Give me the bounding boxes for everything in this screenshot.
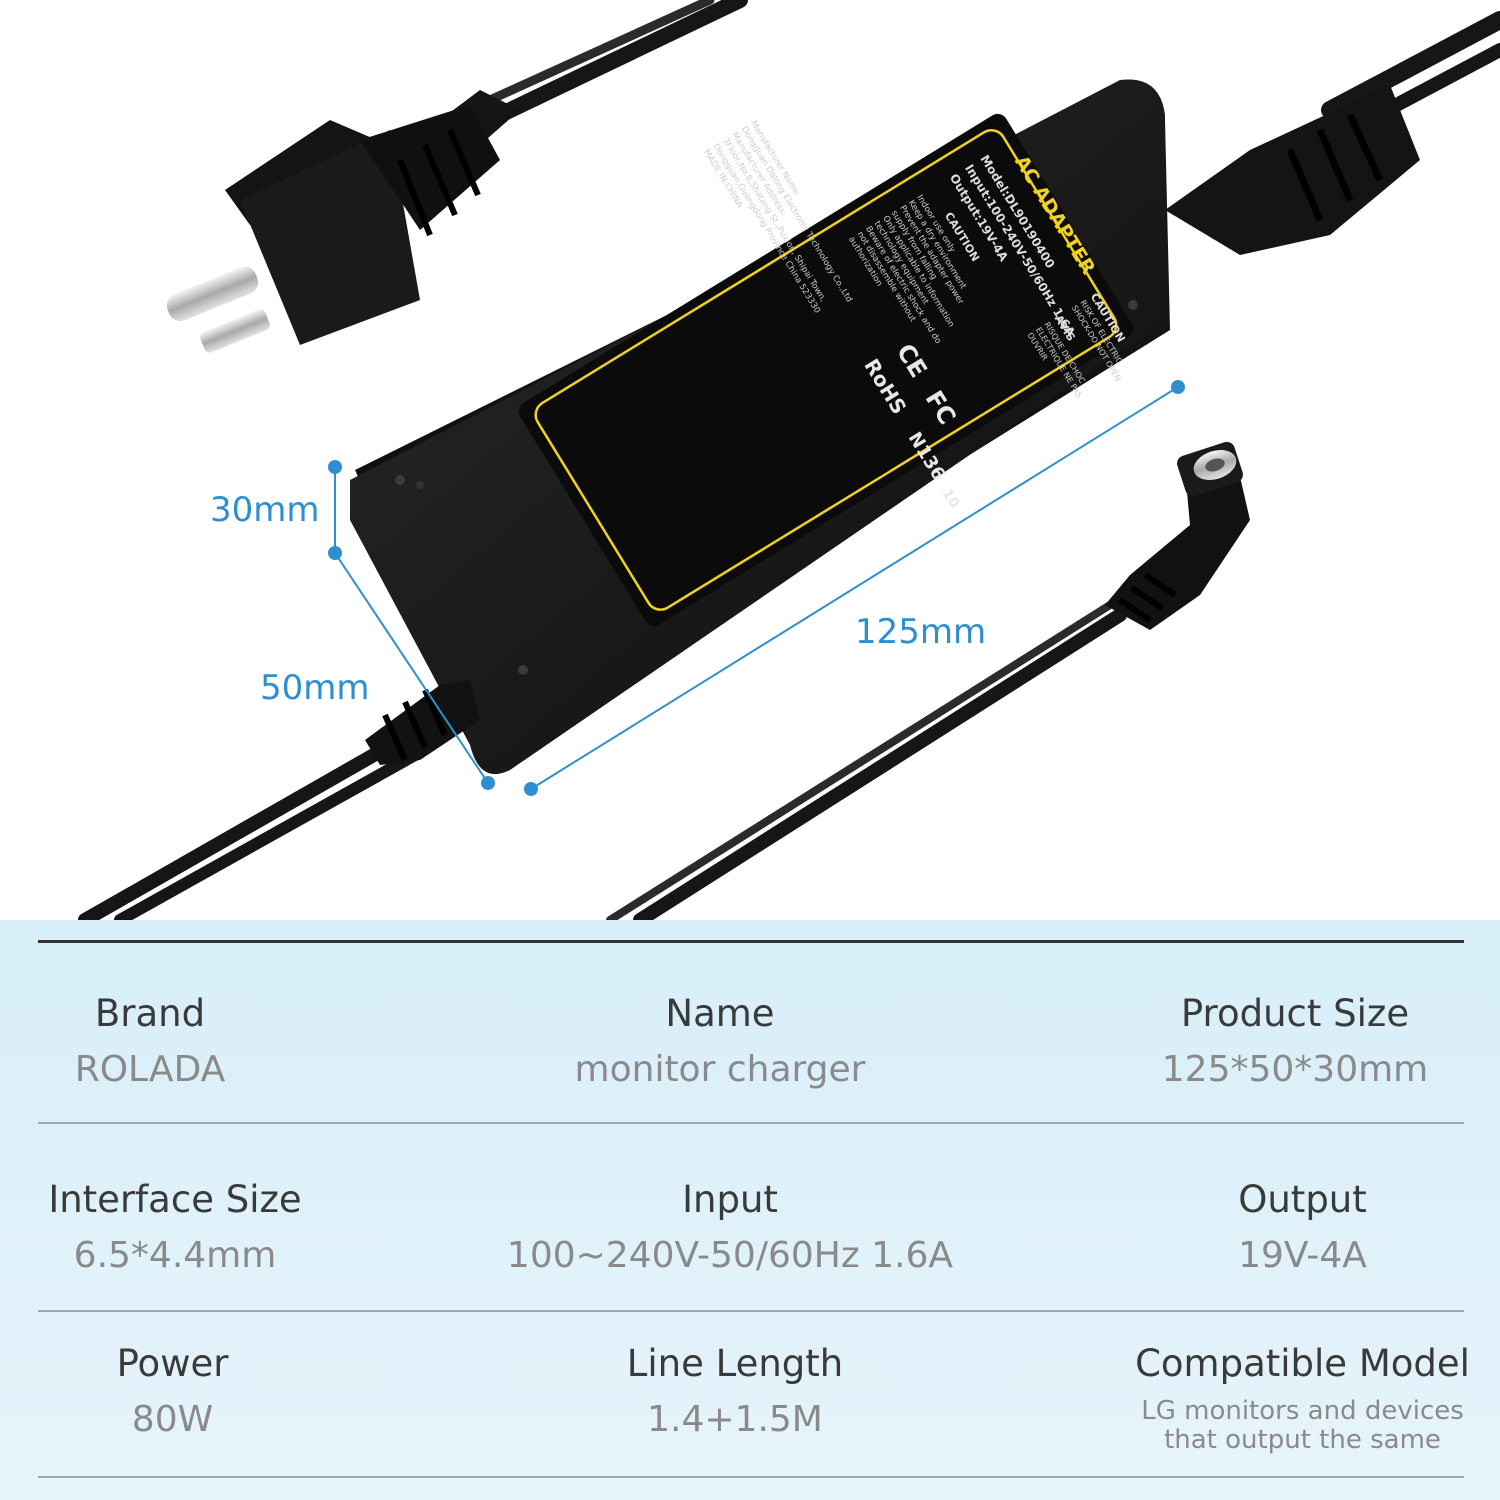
dim-endpoint — [328, 460, 342, 474]
spec-value: monitor charger — [574, 1049, 866, 1090]
adapter-label: AC ADAPTER Model:DL90190400 Input:100-24… — [518, 113, 1134, 626]
row-divider — [38, 1476, 1464, 1478]
spec-input: Input 100~240V-50/60Hz 1.6A — [480, 1178, 980, 1276]
row-divider — [38, 1310, 1464, 1312]
spec-value: 80W — [131, 1399, 214, 1440]
row-divider — [38, 1122, 1464, 1124]
spec-label: Brand — [94, 992, 206, 1035]
spec-name: Name monitor charger — [520, 992, 920, 1090]
table-top-rule — [38, 940, 1464, 943]
spec-value: 125*50*30mm — [1161, 1049, 1429, 1090]
dc-connector — [1105, 441, 1250, 630]
dimension-lines — [328, 380, 1185, 796]
spec-output: Output 19V-4A — [1150, 1178, 1455, 1276]
spec-product-size: Product Size 125*50*30mm — [1110, 992, 1480, 1090]
spec-label: Output — [1238, 1178, 1367, 1221]
spec-value: 6.5*4.4mm — [73, 1235, 277, 1276]
dim-endpoint — [1171, 380, 1185, 394]
spec-value: 100~240V-50/60Hz 1.6A — [506, 1235, 954, 1276]
dim-endpoint — [481, 776, 495, 790]
spec-line-length: Line Length 1.4+1.5M — [560, 1342, 910, 1440]
dimension-height-label: 30mm — [210, 490, 320, 530]
spec-label: Interface Size — [48, 1178, 302, 1221]
spec-label: Compatible Model — [1135, 1342, 1470, 1385]
cord-strain-relief-right — [1165, 85, 1420, 255]
spec-compatible-model: Compatible Model LG monitors and devices… — [1110, 1342, 1495, 1455]
cord-strain-relief-left — [365, 680, 480, 765]
width-line — [334, 552, 489, 784]
spec-power: Power 80W — [20, 1342, 325, 1440]
spec-label: Product Size — [1180, 992, 1410, 1035]
spec-brand: Brand ROLADA — [0, 992, 300, 1090]
adapter-illustration: AC ADAPTER Model:DL90190400 Input:100-24… — [78, 0, 1500, 920]
spec-interface-size: Interface Size 6.5*4.4mm — [20, 1178, 330, 1276]
spec-value: 19V-4A — [1238, 1235, 1367, 1276]
dim-endpoint — [524, 782, 538, 796]
spec-table: Brand ROLADA Name monitor charger Produc… — [0, 920, 1500, 1500]
spec-value-line1: LG monitors and devices — [1141, 1396, 1464, 1426]
dimension-width-label: 50mm — [260, 668, 370, 708]
dimension-length-label: 125mm — [855, 612, 987, 652]
wall-plug — [166, 90, 520, 353]
product-image: AC ADAPTER Model:DL90190400 Input:100-24… — [78, 0, 1500, 920]
spec-value: ROLADA — [74, 1049, 226, 1090]
spec-label: Line Length — [626, 1342, 844, 1385]
length-line — [530, 386, 1179, 790]
spec-value: 1.4+1.5M — [647, 1399, 823, 1440]
spec-label: Name — [665, 992, 775, 1035]
power-cord — [78, 0, 1500, 920]
spec-label: Power — [116, 1342, 229, 1385]
efficiency-mark: 10 — [939, 486, 963, 511]
spec-label: Input — [682, 1178, 778, 1221]
spec-value-line2: that output the same — [1164, 1425, 1441, 1455]
